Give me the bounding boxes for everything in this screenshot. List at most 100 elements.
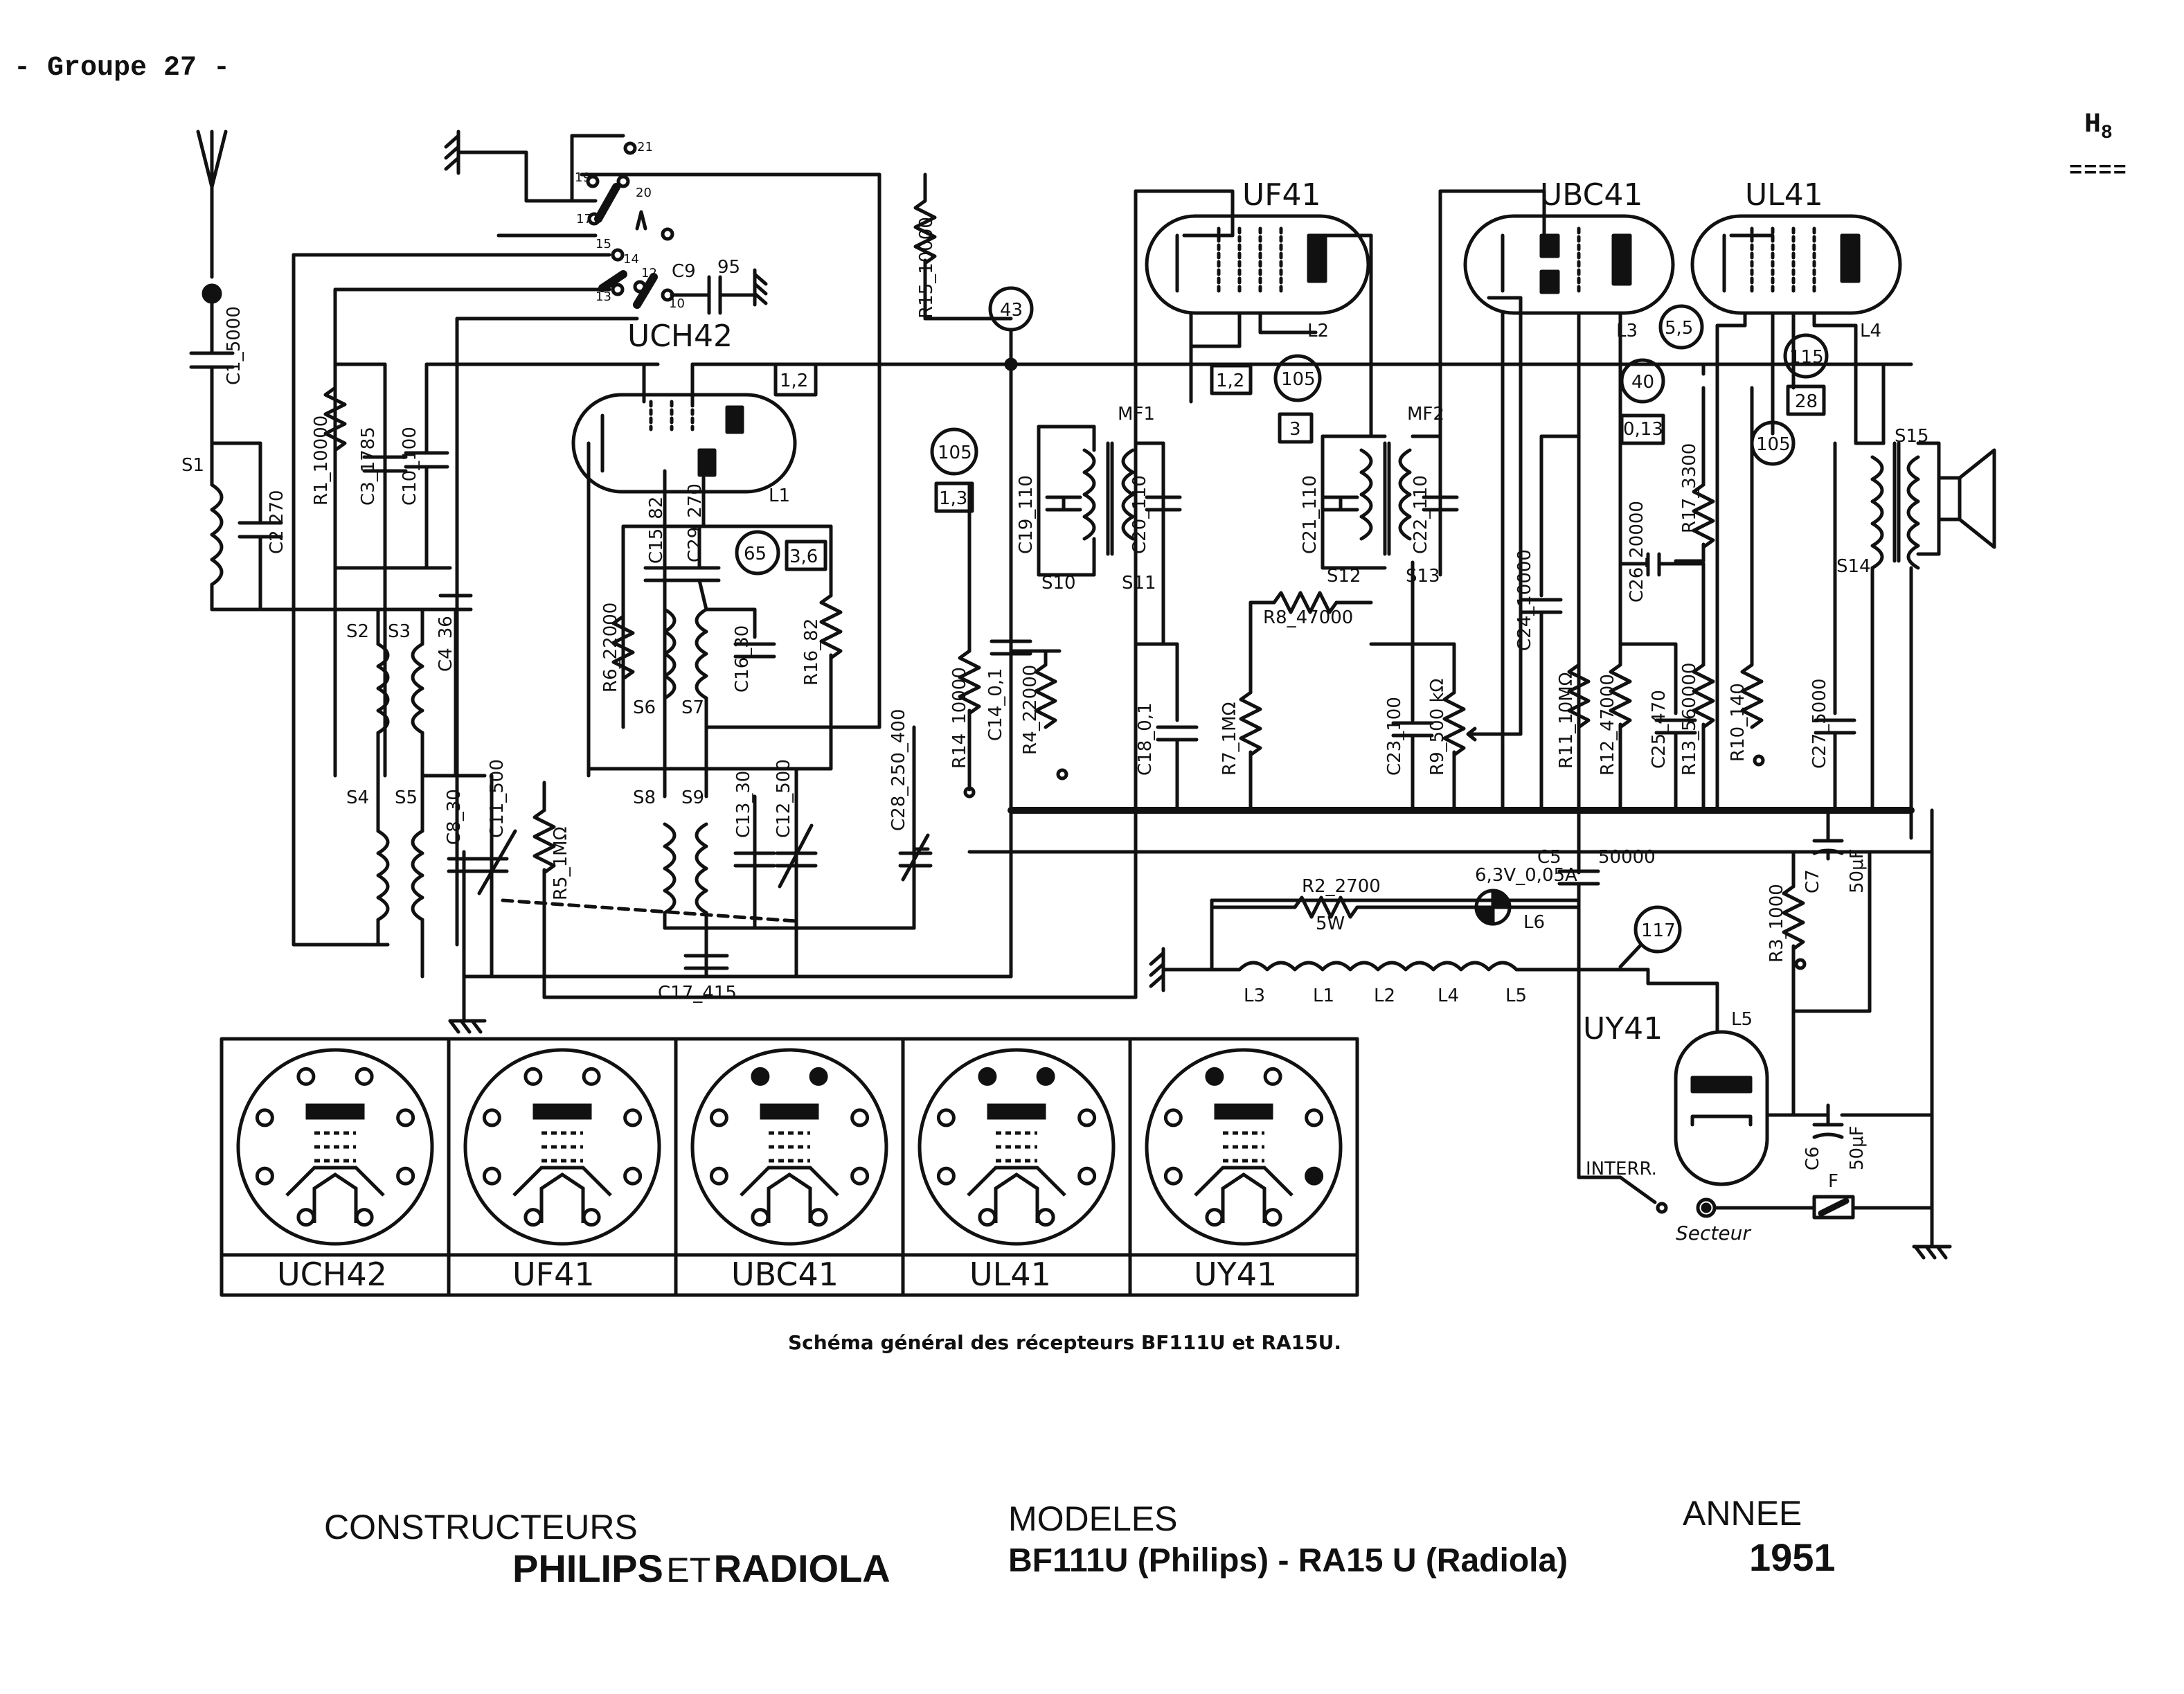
label-r4: R4_22000 [1020, 665, 1041, 755]
tube-uy41-envelope [1674, 1030, 1769, 1186]
tube-label-ubc41: UBC41 [1540, 177, 1643, 213]
label-c17: C17_415 [658, 983, 737, 1004]
footer-modeles-label: MODELES [1008, 1499, 1178, 1538]
label-c1: C1_5000 [224, 306, 244, 385]
page-code: H8 [2084, 109, 2113, 144]
speaker-icon [1937, 448, 1996, 549]
measure-117: 117 [1641, 920, 1676, 941]
lamp-l5: L5 [1505, 986, 1527, 1006]
base-label-ubc41: UBC41 [731, 1256, 839, 1293]
label-r6: R6_22000 [600, 603, 621, 693]
label-c7-value: 50μF [1847, 848, 1868, 893]
label-c24: C24_10000 [1514, 549, 1535, 651]
label-c10: C10_100 [400, 427, 420, 506]
switch-contact-15: 15 [596, 237, 611, 251]
label-c5-value: 50000 [1598, 847, 1656, 868]
label-r10: R10_140 [1728, 683, 1748, 762]
tube-uf41-envelope [1145, 214, 1370, 315]
label-s11: S11 [1122, 573, 1156, 594]
label-c6: C6 [1802, 1146, 1823, 1170]
measure-1-2-a: 1,2 [780, 371, 808, 391]
tube-base-diagram [463, 1048, 661, 1246]
footer-et: ET [666, 1551, 711, 1589]
label-c11: C11_500 [487, 759, 508, 838]
schematic-caption: Schéma général des récepteurs BF111U et … [788, 1331, 1341, 1354]
label-r17: R17_3300 [1679, 443, 1700, 533]
label-s6: S6 [633, 697, 656, 718]
label-c26: C26_20000 [1627, 501, 1647, 603]
label-mf1: MF1 [1118, 404, 1155, 425]
label-r13: R13_560000 [1679, 663, 1700, 776]
antenna-icon [196, 130, 228, 279]
ground-icon [444, 130, 460, 175]
label-r15: R15_10000 [916, 217, 937, 319]
label-c29: C29_270 [685, 483, 706, 562]
label-s7: S7 [681, 697, 704, 718]
ground-icon [1149, 947, 1165, 992]
switch-contact-17: 17 [576, 212, 592, 226]
label-l2: L2 [1307, 321, 1329, 341]
label-c19: C19_110 [1016, 475, 1037, 554]
label-c28: C28_250_400 [888, 709, 909, 832]
label-secteur: Secteur [1676, 1222, 1751, 1245]
switch-contact-19: 19 [575, 170, 591, 185]
base-label-ul41: UL41 [969, 1256, 1051, 1293]
switch-contact-21: 21 [637, 140, 653, 154]
label-c22: C22_110 [1411, 475, 1431, 554]
label-c3: C3_1785 [358, 427, 379, 506]
label-s9: S9 [681, 787, 704, 808]
page-code-underline: ==== [2069, 158, 2128, 184]
label-l3: L3 [1616, 321, 1638, 341]
tube-label-ul41: UL41 [1745, 177, 1823, 213]
label-s13: S13 [1406, 566, 1440, 587]
base-label-uf41: UF41 [512, 1256, 595, 1293]
footer-brand-philips: PHILIPS [512, 1546, 663, 1590]
label-l6: L6 [1523, 912, 1545, 933]
label-l4: L4 [1860, 321, 1881, 341]
label-c23: C23_100 [1384, 697, 1405, 776]
label-interr: INTERR. [1586, 1159, 1657, 1179]
label-r9: R9_500 kΩ [1427, 679, 1448, 776]
label-c14: C14_0,1 [985, 668, 1006, 741]
footer-constructeurs-value: PHILIPS ET RADIOLA [512, 1546, 890, 1591]
label-s10: S10 [1041, 573, 1076, 594]
footer-annee-label: ANNEE [1683, 1494, 1802, 1533]
label-c9-value: 95 [717, 257, 740, 278]
label-s2: S2 [346, 621, 369, 642]
label-r8: R8_47000 [1263, 607, 1353, 628]
label-r7: R7_1MΩ [1219, 702, 1240, 776]
label-c2: C2 270 [267, 490, 287, 554]
label-r2: R2_2700 [1302, 876, 1381, 897]
lamp-l1: L1 [1313, 986, 1334, 1006]
measure-0-13: 0,13 [1623, 419, 1663, 440]
label-c13: C13_30 [733, 771, 754, 838]
tube-label-uy41: UY41 [1583, 1011, 1663, 1046]
label-r1: R1_10000 [311, 416, 332, 506]
label-s5: S5 [395, 787, 418, 808]
tube-label-uch42: UCH42 [627, 319, 733, 354]
footer-annee-value: 1951 [1749, 1535, 1836, 1579]
measure-65: 65 [744, 544, 767, 564]
tube-label-uf41: UF41 [1242, 177, 1321, 213]
label-c5: C5 [1537, 847, 1561, 868]
ground-icon [753, 268, 768, 307]
label-c9: C9 [672, 261, 696, 282]
label-l5: L5 [1731, 1009, 1753, 1030]
lamp-l3: L3 [1244, 986, 1265, 1006]
measure-105-b: 105 [1281, 369, 1316, 390]
label-l6-rating: 6,3V_0,05A [1475, 865, 1577, 886]
page-code-sub: 8 [2101, 123, 2113, 144]
tube-base-diagram [690, 1048, 888, 1246]
label-r5: R5_1MΩ [551, 827, 571, 900]
label-c8: C8_30 [444, 789, 465, 845]
tube-ubc41-envelope [1463, 214, 1675, 315]
measure-40: 40 [1631, 372, 1654, 393]
measure-3: 3 [1289, 419, 1301, 440]
label-r14: R14_10000 [949, 667, 970, 769]
label-c18: C18_0,1 [1135, 702, 1156, 776]
pilot-lamp-icon [1474, 889, 1512, 926]
label-s15: S15 [1895, 426, 1929, 447]
base-label-uch42: UCH42 [277, 1256, 387, 1293]
